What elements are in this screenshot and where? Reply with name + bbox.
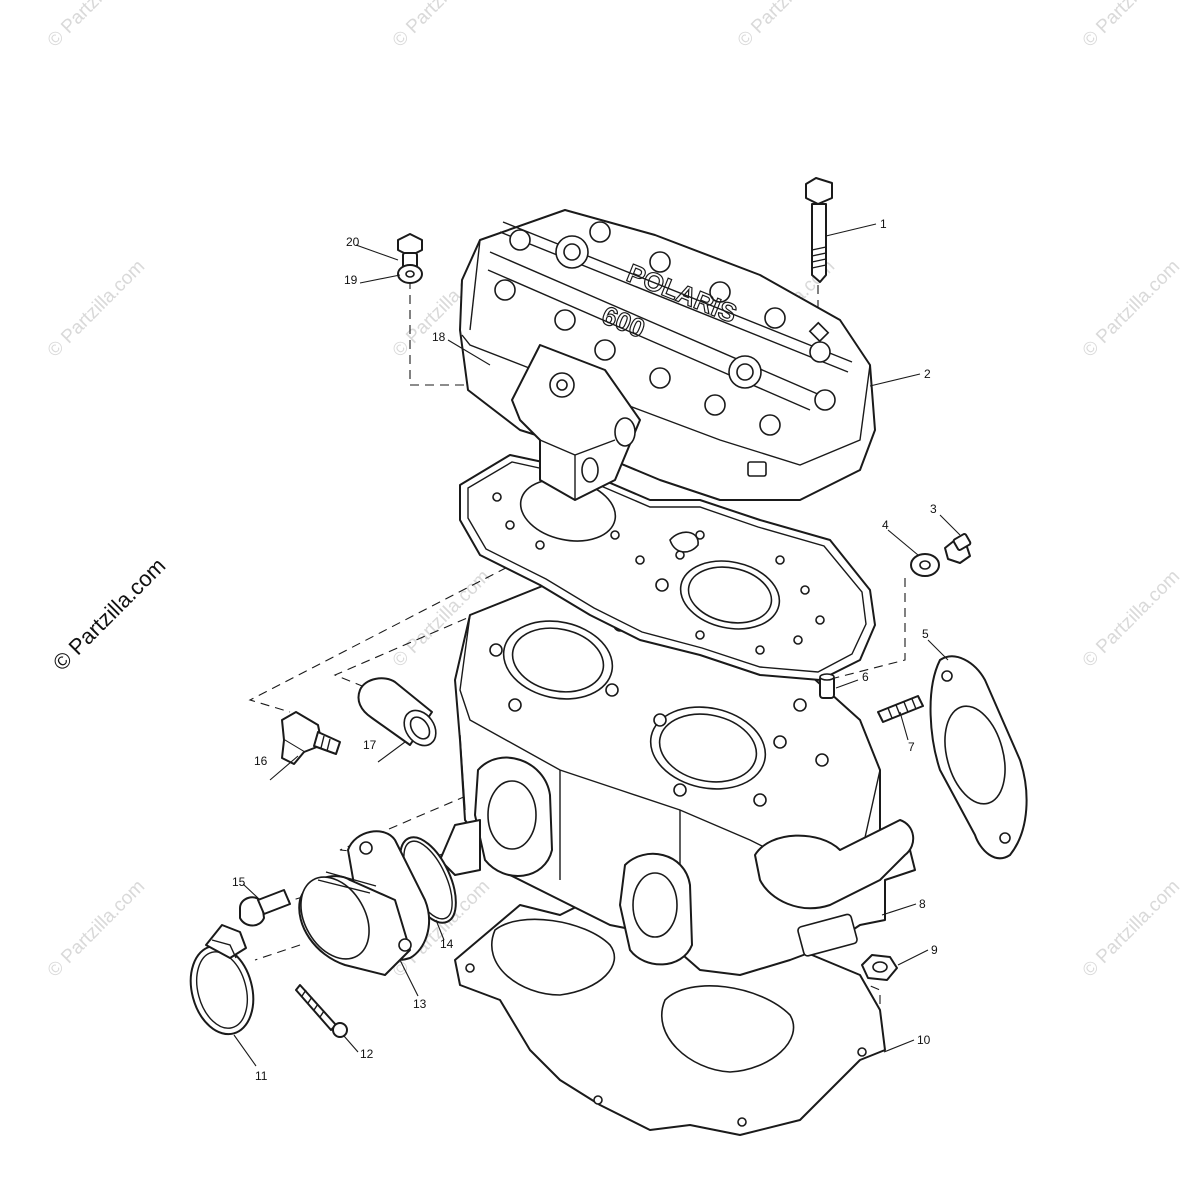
- copyright-notice: © Partzilla.com: [48, 553, 171, 676]
- hose-clamp: [189, 924, 255, 1036]
- callout-13: 13: [413, 997, 427, 1011]
- watermark: © Partzilla.com: [44, 876, 149, 981]
- clamp-screw: [295, 984, 348, 1038]
- watermark: © Partzilla.com: [389, 0, 494, 52]
- callout-7: 7: [908, 740, 915, 754]
- callout-17: 17: [363, 738, 377, 752]
- callout-leaders: [233, 223, 961, 1067]
- dowel-pin: [819, 673, 835, 699]
- callout-14: 14: [440, 937, 454, 951]
- intake-adapter: [298, 830, 430, 976]
- callout-19: 19: [344, 273, 358, 287]
- small-bolt: [397, 233, 423, 270]
- coolant-outlet: [511, 344, 641, 501]
- callout-4: 4: [882, 518, 889, 532]
- small-flange-bolt: [944, 533, 972, 564]
- callout-11: 11: [255, 1069, 268, 1083]
- callout-18: 18: [432, 330, 446, 344]
- exhaust-gasket: [929, 655, 1028, 860]
- callout-3: 3: [930, 502, 937, 516]
- watermark: © Partzilla.com: [44, 256, 149, 361]
- socket-bolt: [239, 889, 291, 927]
- callout-6: 6: [862, 670, 869, 684]
- watermark: © Partzilla.com: [734, 0, 839, 52]
- callout-15: 15: [232, 875, 246, 889]
- callout-8: 8: [919, 897, 926, 911]
- callout-1: 1: [880, 217, 887, 231]
- washer: [397, 264, 423, 284]
- callout-10: 10: [917, 1033, 931, 1047]
- head-gasket: [459, 454, 876, 681]
- watermark: © Partzilla.com: [44, 0, 149, 52]
- flat-washer: [910, 553, 940, 577]
- watermark: © Partzilla.com: [1079, 256, 1184, 361]
- watermark: © Partzilla.com: [1079, 0, 1184, 52]
- callout-16: 16: [254, 754, 268, 768]
- callout-9: 9: [931, 943, 938, 957]
- stud: [877, 695, 924, 723]
- flange-nut: [861, 954, 898, 981]
- callout-labels: 1 2 3 4 5 6 7 8 9 10 11 12 13 14 15 16 1…: [232, 217, 938, 1083]
- callout-12: 12: [360, 1047, 374, 1061]
- temperature-sensor: [281, 711, 341, 765]
- watermark: © Partzilla.com: [1079, 876, 1184, 981]
- fitting-sleeve: [357, 677, 437, 747]
- head-bolt: [805, 177, 833, 343]
- watermark: © Partzilla.com: [1079, 566, 1184, 671]
- callout-20: 20: [346, 235, 360, 249]
- callout-2: 2: [924, 367, 931, 381]
- callout-5: 5: [922, 627, 929, 641]
